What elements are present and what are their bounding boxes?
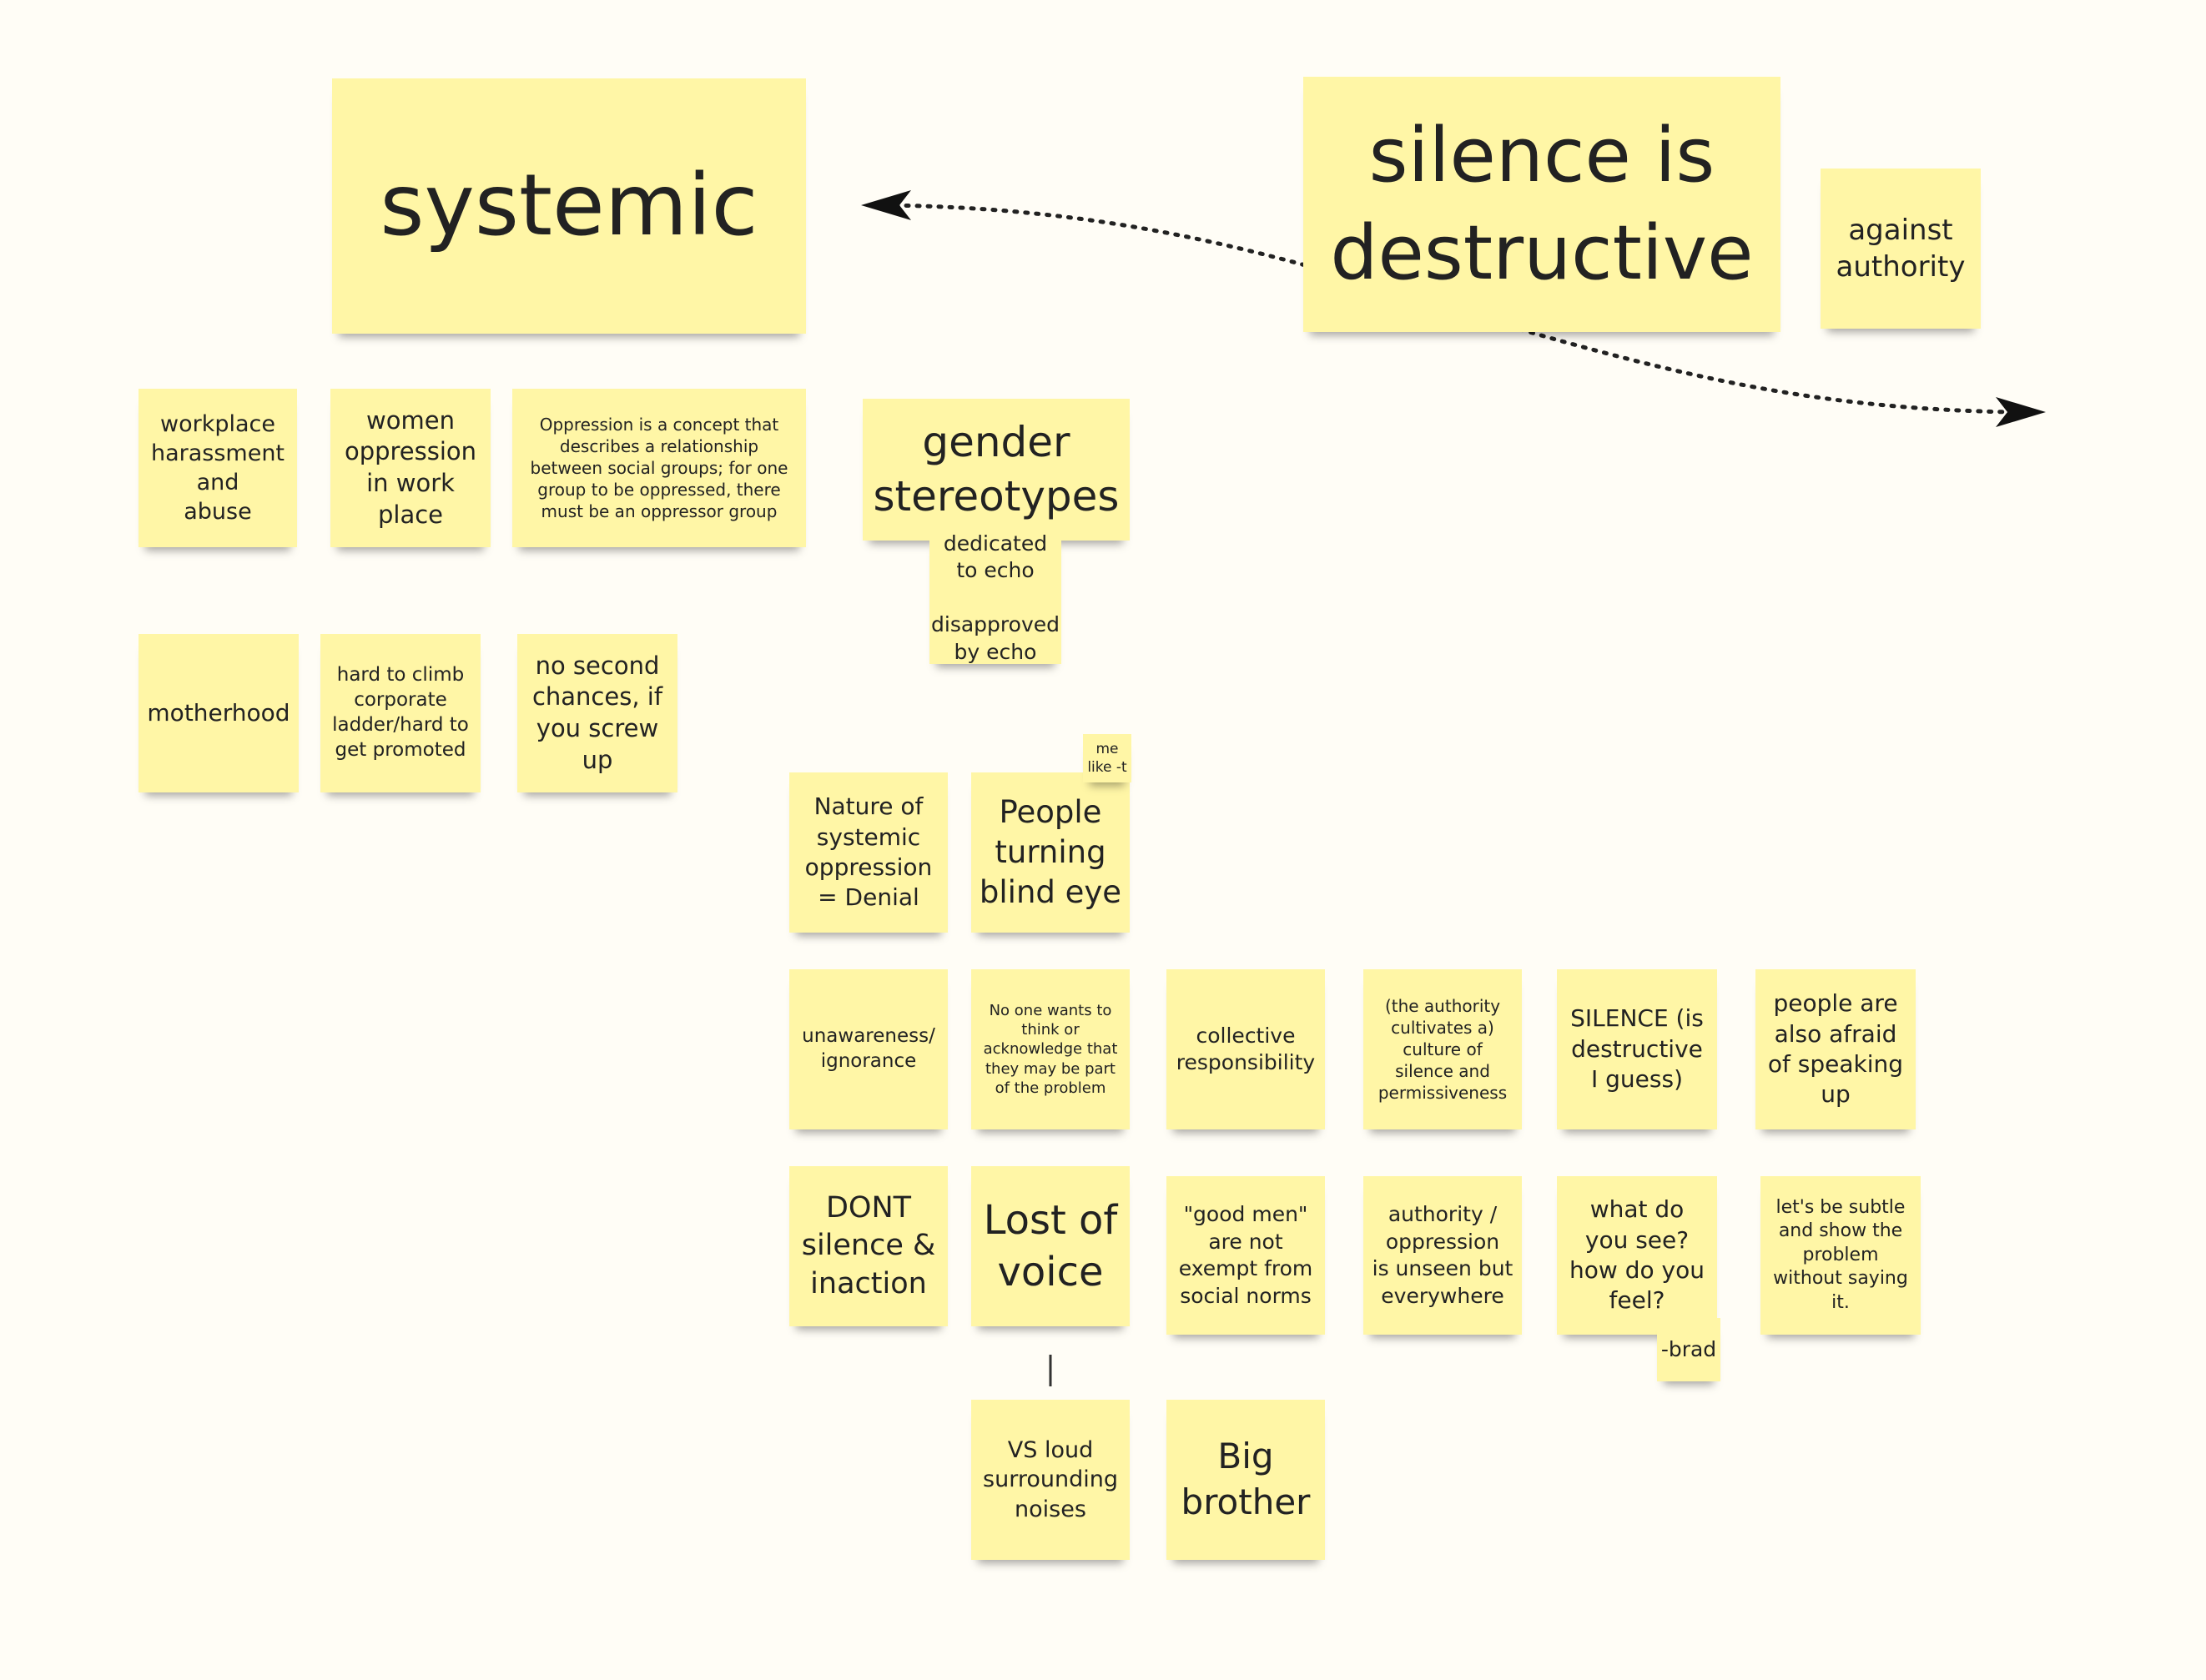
sticky-note-authority-culture[interactable]: (the authority cultivates a) culture of …: [1363, 969, 1522, 1129]
arrowhead-left-icon: [861, 190, 911, 220]
note-text: No one wants to think or acknowledge tha…: [983, 1001, 1118, 1098]
sticky-note-motherhood[interactable]: motherhood: [139, 634, 299, 792]
sticky-note-gender-stereotypes[interactable]: gender stereotypes: [863, 399, 1130, 541]
sticky-note-silence-is-destructive[interactable]: silence is destructive: [1303, 77, 1780, 332]
note-text: dedicated to echo disapproved by echo: [931, 531, 1060, 664]
note-text: silence is destructive: [1330, 112, 1754, 297]
note-text: no second chances, if you screw up: [531, 651, 663, 774]
note-text: -brad: [1660, 1336, 1717, 1361]
arrowhead-right-icon: [1996, 397, 2046, 427]
sticky-note-brad[interactable]: -brad: [1657, 1318, 1720, 1381]
sticky-note-no-one-wants[interactable]: No one wants to think or acknowledge tha…: [971, 969, 1130, 1129]
note-text: SILENCE (is destructive I guess): [1570, 1004, 1704, 1094]
sticky-note-afraid-of-speaking[interactable]: people are also afraid of speaking up: [1755, 969, 1916, 1129]
sticky-note-vs-loud[interactable]: VS loud surrounding noises: [971, 1400, 1130, 1560]
sticky-note-women-oppression[interactable]: women oppression in work place: [330, 389, 491, 547]
note-text: me like -t: [1087, 740, 1127, 776]
sticky-note-dont-silence[interactable]: DONT silence & inaction: [789, 1166, 948, 1326]
sticky-note-silence-guess[interactable]: SILENCE (is destructive I guess): [1557, 969, 1717, 1129]
note-text: systemic: [380, 155, 758, 255]
note-text: gender stereotypes: [873, 418, 1120, 521]
sticky-note-me-like[interactable]: me like -t: [1083, 734, 1131, 782]
sticky-note-nature-of-oppression[interactable]: Nature of systemic oppression = Denial: [789, 772, 948, 933]
note-text: authority / oppression is unseen but eve…: [1372, 1202, 1513, 1308]
note-text: VS loud surrounding noises: [983, 1437, 1118, 1522]
sticky-note-good-men[interactable]: "good men" are not exempt from social no…: [1166, 1176, 1325, 1335]
note-text: motherhood: [147, 698, 290, 727]
sticky-note-authority-unseen[interactable]: authority / oppression is unseen but eve…: [1363, 1176, 1522, 1335]
sticky-note-no-second-chances[interactable]: no second chances, if you screw up: [517, 634, 677, 792]
sticky-note-what-do-you-see[interactable]: what do you see? how do you feel?: [1557, 1176, 1717, 1335]
sticky-note-dedicated-to-echo[interactable]: dedicated to echo disapproved by echo: [929, 531, 1061, 664]
note-text: let's be subtle and show the problem wit…: [1773, 1196, 1908, 1313]
note-text: "good men" are not exempt from social no…: [1178, 1202, 1313, 1308]
sticky-note-collective-responsibility[interactable]: collective responsibility: [1166, 969, 1325, 1129]
dotted-double-arrow-connector[interactable]: [882, 203, 2013, 415]
sticky-note-big-brother[interactable]: Big brother: [1166, 1400, 1325, 1560]
note-text: Big brother: [1181, 1436, 1311, 1522]
note-text: hard to climb corporate ladder/hard to g…: [332, 664, 469, 761]
note-text: Oppression is a concept that describes a…: [530, 415, 788, 521]
sticky-note-unawareness[interactable]: unawareness/ ignorance: [789, 969, 948, 1129]
sticky-note-against-authority[interactable]: against authority: [1821, 169, 1981, 329]
sticky-note-lets-be-subtle[interactable]: let's be subtle and show the problem wit…: [1760, 1176, 1921, 1335]
note-text: DONT silence & inaction: [801, 1190, 936, 1300]
note-text: women oppression in work place: [344, 405, 477, 529]
note-text: workplace harassment and abuse: [150, 410, 285, 526]
note-text: collective responsibility: [1176, 1023, 1316, 1075]
sticky-note-lost-of-voice[interactable]: Lost of voice: [971, 1166, 1130, 1326]
note-text: Nature of systemic oppression = Denial: [804, 792, 933, 912]
sticky-note-systemic[interactable]: systemic: [332, 78, 806, 334]
note-text: people are also afraid of speaking up: [1767, 989, 1904, 1109]
sticky-note-hard-to-climb[interactable]: hard to climb corporate ladder/hard to g…: [320, 634, 481, 792]
note-text: Lost of voice: [983, 1196, 1118, 1295]
sticky-note-oppression-definition[interactable]: Oppression is a concept that describes a…: [512, 389, 806, 547]
note-text: People turning blind eye: [979, 793, 1122, 911]
note-text: against authority: [1836, 213, 1966, 284]
sticky-note-people-turning-blind-eye[interactable]: People turning blind eye: [971, 772, 1130, 933]
sticky-note-workplace-harassment[interactable]: workplace harassment and abuse: [139, 389, 297, 547]
note-text: (the authority cultivates a) culture of …: [1377, 996, 1508, 1103]
note-text: what do you see? how do you feel?: [1569, 1195, 1705, 1315]
note-text: unawareness/ ignorance: [802, 1025, 935, 1072]
